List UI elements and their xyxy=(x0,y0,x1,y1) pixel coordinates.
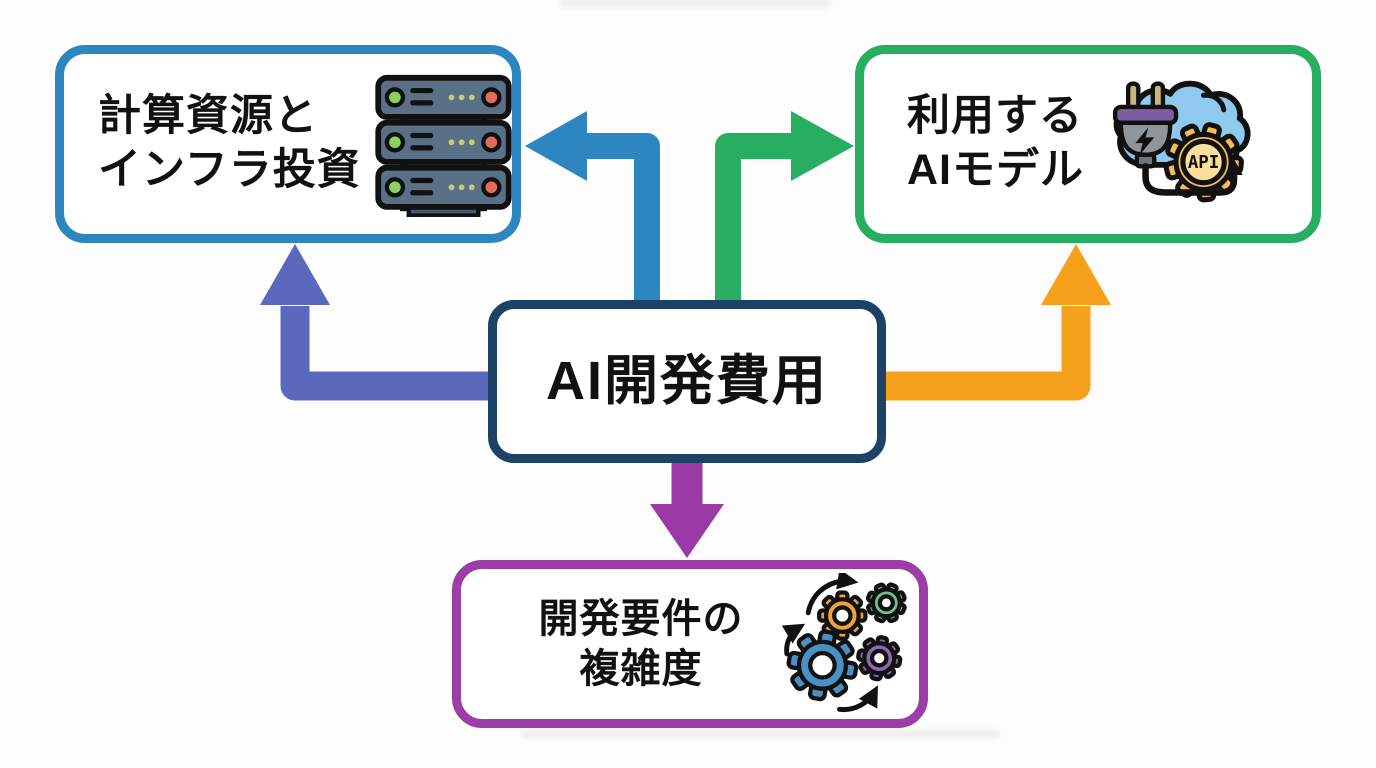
box-model-label: 利用する AIモデル xyxy=(907,90,1084,198)
arrow-center-to-compute-side xyxy=(260,244,490,401)
gear-purple xyxy=(856,635,903,682)
box-complexity-line2: 複雑度 xyxy=(579,647,703,691)
arrow-head-right-icon xyxy=(791,111,854,181)
cycle-arrow-left xyxy=(781,623,806,657)
bottom-artifact xyxy=(520,731,1000,737)
arrow-head-down-icon xyxy=(650,504,724,558)
gear-blue xyxy=(786,629,859,702)
arrow-center-to-compute-top xyxy=(525,111,660,306)
arrow-center-to-model-side xyxy=(886,244,1111,401)
gears-icon xyxy=(781,573,907,713)
box-complexity-label: 開発要件の 複雑度 xyxy=(507,594,775,694)
plug-cord xyxy=(1142,162,1238,196)
arrow-shaft xyxy=(715,133,792,306)
cord-arrow-head xyxy=(1225,158,1243,175)
gear-green xyxy=(865,582,907,624)
arrow-center-to-complexity xyxy=(650,458,724,558)
api-gear-label: API xyxy=(1188,152,1219,172)
box-requirements-complexity: 開発要件の 複雑度 xyxy=(452,560,928,728)
box-compute-line2: インフラ投資 xyxy=(98,146,361,194)
cycle-arrow-top xyxy=(805,573,859,616)
arrow-head-up-icon xyxy=(260,244,330,305)
box-model-line2: AIモデル xyxy=(907,146,1084,194)
box-ai-dev-cost: AI開発費用 xyxy=(488,300,886,463)
plug-shape xyxy=(1112,81,1179,169)
lightning-bolt-icon xyxy=(1135,126,1155,155)
gear-orange xyxy=(817,590,868,641)
arrow-shaft xyxy=(280,306,490,401)
arrow-shaft xyxy=(886,306,1091,401)
box-complexity-line1: 開発要件の xyxy=(538,597,744,641)
cloud-highlight xyxy=(1201,92,1227,112)
top-artifact xyxy=(560,0,830,7)
arrow-head-left-icon xyxy=(525,111,587,181)
box-model-line1: 利用する xyxy=(907,92,1083,141)
box-compute-label: 計算資源と インフラ投資 xyxy=(98,90,361,198)
box-ai-model: 利用する AIモデル API xyxy=(855,45,1321,243)
box-compute-line1: 計算資源と xyxy=(98,92,318,141)
box-compute-infra: 計算資源と インフラ投資 xyxy=(55,45,521,243)
arrow-head-up-icon xyxy=(1041,244,1111,305)
api-plug-cloud-icon: API xyxy=(1112,80,1251,202)
server-rack-icon xyxy=(371,72,516,217)
arrow-shaft xyxy=(586,133,660,306)
box-center-label: AI開発費用 xyxy=(546,350,828,411)
arrow-center-to-model-top xyxy=(715,111,854,306)
cycle-arrow-bottom xyxy=(836,685,878,713)
